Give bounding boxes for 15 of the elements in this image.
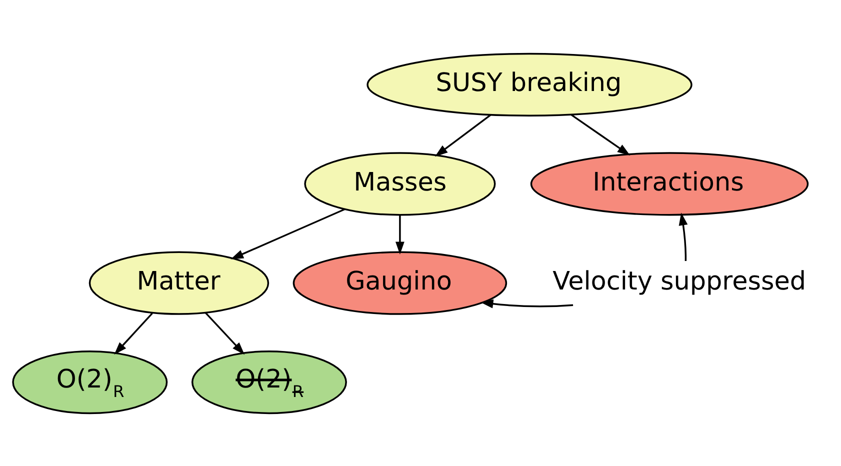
arrow <box>678 212 688 261</box>
node-ellipse: O(2)$_{R}$ <box>191 350 347 414</box>
arrow <box>230 208 346 259</box>
node-ellipse: Masses <box>304 152 496 216</box>
arrow <box>395 214 404 254</box>
arrow <box>114 312 153 354</box>
node-ellipse: SUSY breaking <box>366 52 692 116</box>
arrow <box>434 114 492 156</box>
node-text: Velocity suppressed <box>552 266 806 296</box>
node-ellipse: O(2)$_{R}$ <box>12 350 168 414</box>
arrow <box>571 114 630 156</box>
node-ellipse: Gaugino <box>292 250 508 314</box>
node-ellipse: Interactions <box>530 152 809 216</box>
arrow <box>480 298 574 308</box>
arrow <box>204 312 245 354</box>
